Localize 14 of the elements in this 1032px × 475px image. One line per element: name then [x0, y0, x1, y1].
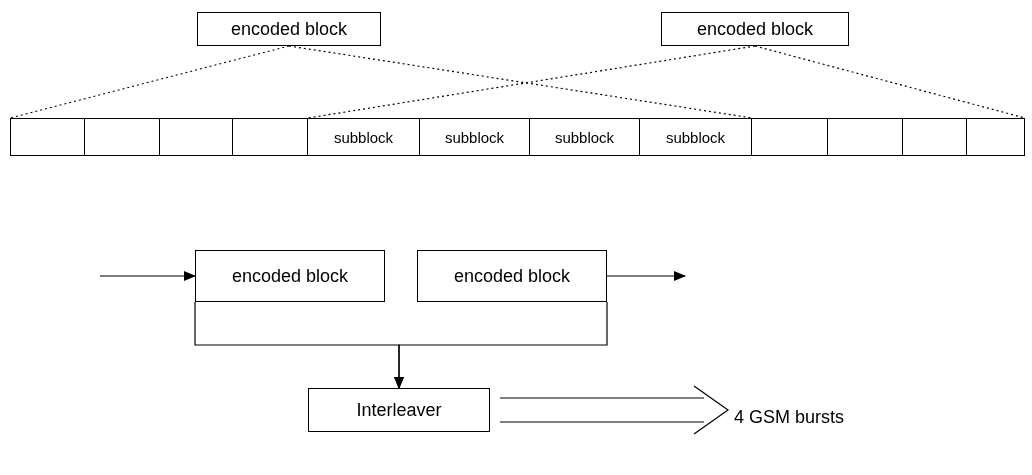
- block-box: encoded block: [195, 250, 385, 302]
- subblock-cell: subblock: [308, 118, 420, 156]
- arrow: [606, 271, 686, 281]
- subblock-cell: subblock: [530, 118, 640, 156]
- double-arrow: [499, 385, 730, 435]
- subblock-cell: subblock: [640, 118, 752, 156]
- process-box: Interleaver: [308, 388, 490, 432]
- subblock-cell: subblock: [420, 118, 530, 156]
- block-box: encoded block: [661, 12, 849, 46]
- arrow: [394, 301, 608, 389]
- arrow: [99, 271, 196, 281]
- block-box: encoded block: [197, 12, 381, 46]
- block-box: encoded block: [417, 250, 607, 302]
- output-label: 4 GSM bursts: [734, 402, 884, 432]
